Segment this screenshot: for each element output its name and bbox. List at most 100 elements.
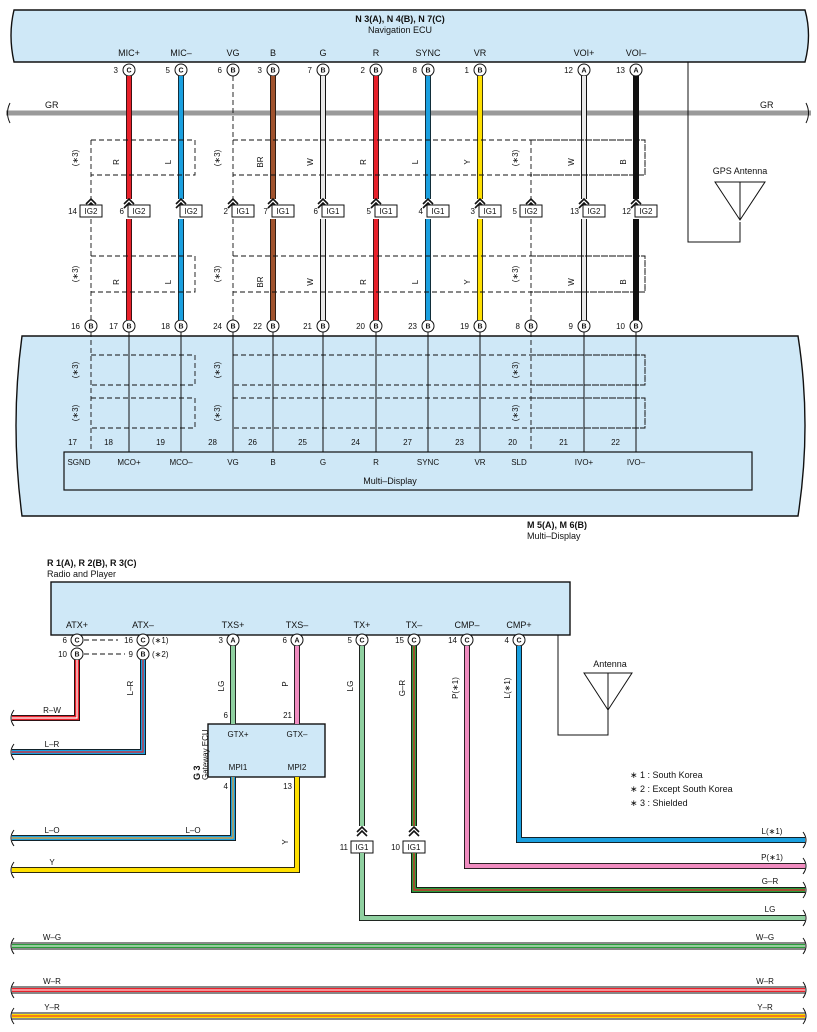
md-pin-7-letter: B: [477, 324, 482, 331]
wire-tx-minus-b-outline: [411, 853, 805, 893]
tx-minus-ig-num: 10: [391, 843, 400, 852]
wire-code-b-0: R: [112, 279, 121, 285]
md-pin-0-letter: B: [126, 324, 131, 331]
break-left-5: [10, 981, 15, 999]
atx2-pin-p-letter: B: [74, 652, 79, 659]
radio-pin-name-3: TXS–: [286, 620, 309, 630]
ig-num-0: 6: [120, 207, 125, 216]
shield-box-8: [531, 354, 646, 386]
ecu-pin-name-7: VR: [474, 48, 487, 58]
atx-note-2: (∗2): [152, 650, 169, 659]
md-inner-name-9: IVO–: [627, 458, 646, 467]
multi-display-name: Multi–Display: [527, 531, 581, 541]
ig-connector-4-label: IG1: [327, 207, 340, 216]
md-inner-num-7: 23: [455, 438, 464, 447]
gw-pin-21: 21: [283, 711, 292, 720]
ig-connector-2-box: [231, 204, 255, 218]
ig-num-7: 3: [471, 207, 476, 216]
tx-plus-chevron: [356, 825, 368, 837]
break-left-3: [10, 861, 15, 879]
ecu-pin-6-letter: B: [425, 68, 430, 75]
wire-cmp-plus: [516, 646, 805, 843]
atx-note-1: (∗1): [152, 636, 169, 645]
shield-mark-6: (∗3): [213, 361, 222, 378]
ig-connector-1-label: IG2: [185, 207, 198, 216]
ecu-pin-num-5: 2: [361, 66, 366, 75]
break-left-4: [10, 937, 15, 955]
md-pin-5-letter: B: [373, 324, 378, 331]
wire-label-lo-mid: L–O: [185, 826, 200, 835]
radio-pin-3-letter: A: [294, 638, 299, 645]
md-inner-name-0: MCO+: [117, 458, 141, 467]
wire-mpi2-y: [12, 777, 300, 873]
wire-code-b-5: R: [359, 279, 368, 285]
md-pin-9-letter: B: [633, 324, 638, 331]
atx2-num-m: 9: [129, 650, 134, 659]
break-left-2: [10, 829, 15, 847]
break-right-4: [802, 937, 807, 955]
shield-mark-10: (∗3): [511, 361, 520, 378]
wire-label-p: P: [281, 681, 290, 686]
wire-tx-plus-b: [359, 853, 805, 921]
md-pin-num-1: 18: [161, 322, 170, 331]
radio-pin-num-1: 16: [124, 636, 133, 645]
md-pin-num-0: 17: [109, 322, 118, 331]
wire-code-a-4: W: [306, 158, 315, 166]
ig-connector-6-label: IG1: [432, 207, 445, 216]
wire-code-a-9: B: [619, 159, 628, 164]
multi-display-title: M 5(A), M 6(B): [527, 520, 587, 530]
radio-pin-7-letter: C: [516, 638, 521, 645]
ecu-pin-name-1: MIC–: [170, 48, 192, 58]
ecu-pin-num-9: 13: [616, 66, 625, 75]
gateway-ecu-title: G 3: [192, 765, 202, 780]
ecu-pin-name-2: VG: [226, 48, 239, 58]
harness-label-4: L(∗1): [762, 827, 783, 836]
radio-pin-5-letter: C: [411, 638, 416, 645]
shield_left-bot-num: 16: [71, 322, 80, 331]
ecu-pin-2-letter: B: [230, 68, 235, 75]
radio-pin-name-4: TX+: [354, 620, 371, 630]
wire-code-a-1: L: [164, 159, 173, 164]
shield_right-inner-name: SLD: [511, 458, 527, 467]
ig-connector-8-box: [582, 204, 606, 218]
harness-label-6: G–R: [762, 877, 779, 886]
md-inner-num-5: 24: [351, 438, 360, 447]
atx2-num-p: 10: [58, 650, 67, 659]
break-right-2: [802, 881, 807, 899]
ig-num-5: 5: [367, 207, 372, 216]
ecu-pin-name-8: VOI+: [574, 48, 595, 58]
harness-label-2: L–O: [44, 826, 59, 835]
radio-title: R 1(A), R 2(B), R 3(C): [47, 558, 137, 568]
wire-atx-rw-stripe: [12, 660, 78, 719]
gr-wire-break-right: [805, 102, 809, 124]
antenna-lead: [557, 635, 609, 736]
shield_right-connector-label: IG2: [525, 207, 538, 216]
shield-mark-4: (∗3): [213, 149, 222, 166]
wire-code-b-4: W: [306, 278, 315, 286]
md-pin-num-2: 24: [213, 322, 222, 331]
ig-connector-4-box: [321, 204, 345, 218]
md-pin-num-9: 10: [616, 322, 625, 331]
radio-pin-1-circle: [136, 633, 150, 647]
break-left-6: [10, 1007, 15, 1025]
ecu-pin-9-letter: A: [633, 68, 638, 75]
wire-code-b-3: BR: [256, 276, 265, 287]
radio-name: Radio and Player: [47, 569, 116, 579]
shield-mark-9: (∗3): [511, 265, 520, 282]
wire-label-lr: L–R: [126, 680, 135, 695]
break-right-5: [802, 981, 807, 999]
ecu-pin-8-letter: A: [581, 68, 586, 75]
harness-label-3: Y: [49, 858, 55, 867]
wire-tx-minus-b: [411, 853, 805, 893]
shield_right-connector-box: [519, 204, 543, 218]
md-inner-num-6: 27: [403, 438, 412, 447]
ecu-pin-num-0: 3: [114, 66, 119, 75]
ecu-pin-5-letter: B: [373, 68, 378, 75]
ig-connector-3-box: [271, 204, 295, 218]
ig-connector-0-box: [127, 204, 151, 218]
ig-connector-2-label: IG1: [237, 207, 250, 216]
gw-pin-13: 13: [283, 782, 292, 791]
wire-label-p1: P(∗1): [451, 677, 460, 699]
wire-atx-lr-stripe: [12, 660, 144, 753]
